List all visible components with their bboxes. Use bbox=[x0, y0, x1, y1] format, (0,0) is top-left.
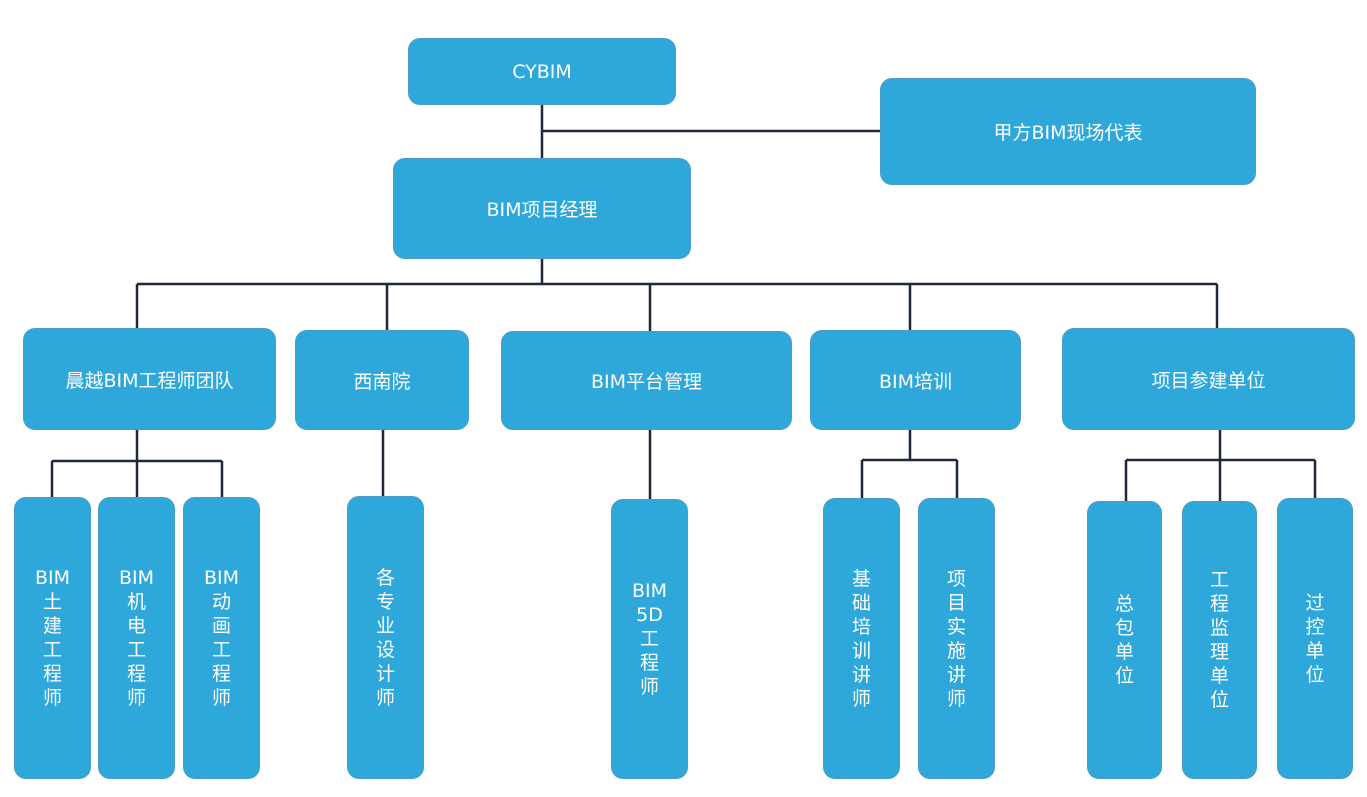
participants-node: 项目参建单位 bbox=[1062, 328, 1355, 430]
general-contractor-node: 总 包 单 位 bbox=[1087, 501, 1162, 779]
training-node: BIM培训 bbox=[810, 330, 1021, 430]
impl-trainer-label: 项 目 实 施 讲 师 bbox=[946, 567, 966, 710]
civil-engineer-node: BIM 土 建 工 程 师 bbox=[14, 497, 91, 779]
owner-rep-label: 甲方BIM现场代表 bbox=[993, 122, 1143, 144]
pm-node: BIM项目经理 bbox=[393, 158, 691, 259]
bim5d-engineer-node: BIM 5D 工 程 师 bbox=[611, 499, 688, 779]
designers-node: 各 专 业 设 计 师 bbox=[347, 496, 424, 779]
mep-engineer-node: BIM 机 电 工 程 师 bbox=[98, 497, 175, 779]
civil-engineer-label: BIM 土 建 工 程 师 bbox=[34, 567, 71, 709]
designers-label: 各 专 业 设 计 师 bbox=[375, 566, 395, 709]
impl-trainer-node: 项 目 实 施 讲 师 bbox=[918, 498, 995, 779]
supervision-label: 工 程 监 理 单 位 bbox=[1209, 569, 1229, 711]
animation-engineer-label: BIM 动 画 工 程 师 bbox=[203, 567, 240, 709]
basic-trainer-label: 基 础 培 训 讲 师 bbox=[851, 567, 871, 710]
xinanyuan-node: 西南院 bbox=[295, 330, 469, 430]
animation-engineer-node: BIM 动 画 工 程 师 bbox=[183, 497, 260, 779]
basic-trainer-node: 基 础 培 训 讲 师 bbox=[823, 498, 900, 779]
supervision-node: 工 程 监 理 单 位 bbox=[1182, 501, 1257, 779]
platform-label: BIM平台管理 bbox=[590, 371, 703, 393]
mep-engineer-label: BIM 机 电 工 程 师 bbox=[118, 567, 155, 709]
team-label: 晨越BIM工程师团队 bbox=[65, 369, 234, 392]
xinanyuan-label: 西南院 bbox=[353, 370, 411, 393]
owner-rep-node: 甲方BIM现场代表 bbox=[880, 78, 1256, 185]
general-contractor-label: 总 包 单 位 bbox=[1114, 593, 1134, 687]
team-node: 晨越BIM工程师团队 bbox=[23, 328, 276, 430]
platform-node: BIM平台管理 bbox=[501, 331, 792, 430]
training-label: BIM培训 bbox=[878, 370, 953, 393]
participants-label: 项目参建单位 bbox=[1151, 369, 1266, 392]
bim5d-engineer-label: BIM 5D 工 程 师 bbox=[631, 580, 668, 698]
process-control-label: 过 控 单 位 bbox=[1305, 591, 1325, 686]
cybim-node: CYBIM bbox=[408, 38, 676, 105]
pm-label: BIM项目经理 bbox=[486, 199, 598, 221]
cybim-label: CYBIM bbox=[512, 60, 572, 83]
process-control-node: 过 控 单 位 bbox=[1277, 498, 1353, 779]
